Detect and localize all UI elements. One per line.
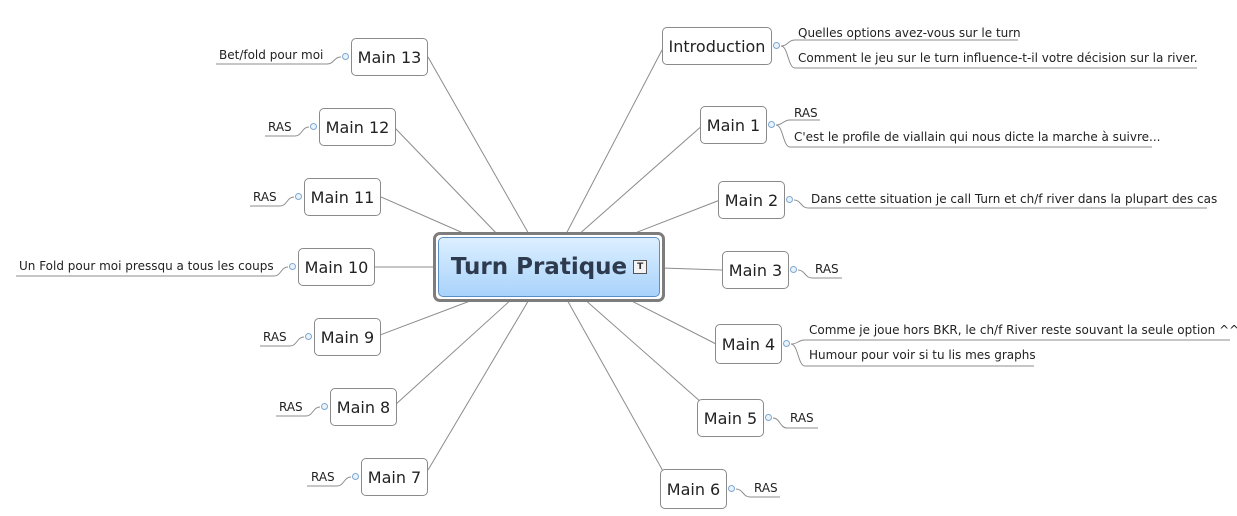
subtopic-main2-1[interactable]: Dans cette situation je call Turn et ch/… <box>811 192 1218 206</box>
underline-main13-1 <box>216 56 342 65</box>
collapse-toggle-main-6[interactable] <box>728 485 735 492</box>
subtopic-main1-2[interactable]: C'est le profile de viallain qui nous di… <box>794 130 1161 144</box>
subtopic-main5-1[interactable]: RAS <box>790 411 814 425</box>
collapse-toggle-main-10[interactable] <box>289 263 296 270</box>
collapse-toggle-main-7[interactable] <box>352 473 359 480</box>
topic-main-12[interactable]: Main 12 <box>319 108 396 146</box>
topic-introduction[interactable]: Introduction <box>662 27 772 65</box>
topic-main-2[interactable]: Main 2 <box>718 181 785 219</box>
topic-main-8[interactable]: Main 8 <box>330 388 397 426</box>
topic-main-3[interactable]: Main 3 <box>722 251 789 289</box>
underline-main12-1 <box>265 126 310 137</box>
connector-introduction <box>564 49 663 237</box>
subtopic-main12-1[interactable]: RAS <box>268 120 292 134</box>
subtopic-main4-1[interactable]: Comme je joue hors BKR, le ch/f River re… <box>809 323 1237 337</box>
topic-main-1[interactable]: Main 1 <box>700 106 767 144</box>
connector-main-11 <box>380 196 471 237</box>
connector-main-1 <box>576 123 705 237</box>
subtopic-introduction-2[interactable]: Comment le jeu sur le turn influence-t-i… <box>798 51 1198 65</box>
topic-main-6[interactable]: Main 6 <box>660 469 727 509</box>
collapse-toggle-main-8[interactable] <box>321 403 328 410</box>
collapse-toggle-main-11[interactable] <box>295 193 302 200</box>
topic-main-5[interactable]: Main 5 <box>697 399 764 437</box>
underline-main3-1 <box>797 269 842 279</box>
topic-label: Introduction <box>668 36 766 56</box>
subtopic-introduction-1[interactable]: Quelles options avez-vous sur le turn <box>798 26 1021 40</box>
underline-main9-1 <box>260 336 305 347</box>
topic-label: Main 13 <box>357 47 422 67</box>
topic-main-11[interactable]: Main 11 <box>304 178 381 216</box>
underline-main1-1 <box>775 119 820 126</box>
connector-main-9 <box>379 297 479 336</box>
topic-main-7[interactable]: Main 7 <box>361 458 428 496</box>
connector-main-13 <box>427 56 531 237</box>
topic-label: Main 8 <box>336 397 391 417</box>
underline-main6-1 <box>735 488 780 498</box>
underline-main11-1 <box>250 196 295 207</box>
connector-main-3 <box>661 267 723 271</box>
underline-introduction-1 <box>780 39 1018 47</box>
connector-main-7 <box>427 297 531 471</box>
topic-main-13[interactable]: Main 13 <box>351 38 428 76</box>
central-topic-body: Turn Pratique T <box>438 237 660 297</box>
connector-main-6 <box>565 297 669 481</box>
topic-label: Main 11 <box>310 187 375 207</box>
connector-main-8 <box>394 297 514 406</box>
collapse-toggle-main-2[interactable] <box>786 196 793 203</box>
underline-main4-2 <box>790 343 1034 367</box>
text-note-icon[interactable]: T <box>633 260 648 274</box>
collapse-toggle-introduction[interactable] <box>773 42 780 49</box>
topic-label: Main 7 <box>367 467 422 487</box>
subtopic-main1-1[interactable]: RAS <box>794 106 818 120</box>
topic-label: Main 5 <box>703 408 758 428</box>
topic-label: Main 6 <box>666 479 721 499</box>
underline-main8-1 <box>276 406 321 417</box>
central-topic[interactable]: Turn Pratique T <box>433 232 665 302</box>
collapse-toggle-main-9[interactable] <box>305 333 312 340</box>
connector-main-4 <box>619 294 719 346</box>
underline-main2-1 <box>793 199 1207 209</box>
underline-main10-1 <box>16 266 289 277</box>
subtopic-main7-1[interactable]: RAS <box>311 470 335 484</box>
underline-introduction-2 <box>780 45 1197 69</box>
topic-label: Main 4 <box>721 334 776 354</box>
underline-main1-2 <box>775 124 1152 148</box>
connector-main-5 <box>582 297 711 411</box>
underline-main4-1 <box>790 339 1230 345</box>
subtopic-main6-1[interactable]: RAS <box>754 481 778 495</box>
collapse-toggle-main-13[interactable] <box>342 53 349 60</box>
subtopic-main9-1[interactable]: RAS <box>263 330 287 344</box>
collapse-toggle-main-4[interactable] <box>783 340 790 347</box>
subtopic-main3-1[interactable]: RAS <box>815 262 839 276</box>
collapse-toggle-main-5[interactable] <box>765 414 772 421</box>
topic-label: Main 12 <box>325 117 390 137</box>
topic-main-4[interactable]: Main 4 <box>715 324 782 364</box>
subtopic-main4-2[interactable]: Humour pour voir si tu lis mes graphs <box>809 348 1036 362</box>
collapse-toggle-main-3[interactable] <box>790 266 797 273</box>
subtopic-main13-1[interactable]: Bet/fold pour moi <box>219 48 324 62</box>
connector-main-12 <box>394 127 500 237</box>
topic-main-9[interactable]: Main 9 <box>314 318 381 356</box>
subtopic-main8-1[interactable]: RAS <box>279 400 303 414</box>
underline-main7-1 <box>307 476 352 487</box>
collapse-toggle-main-1[interactable] <box>768 121 775 128</box>
topic-label: Main 2 <box>724 190 779 210</box>
collapse-toggle-main-12[interactable] <box>310 123 317 130</box>
topic-main-10[interactable]: Main 10 <box>298 248 375 286</box>
central-topic-title: Turn Pratique <box>450 254 628 280</box>
topic-label: Main 1 <box>706 115 761 135</box>
underline-main5-1 <box>772 417 818 429</box>
topic-label: Main 10 <box>304 257 369 277</box>
topic-label: Main 9 <box>320 327 375 347</box>
subtopic-main10-1[interactable]: Un Fold pour moi pressqu a tous les coup… <box>19 259 274 273</box>
subtopic-main11-1[interactable]: RAS <box>253 190 277 204</box>
topic-label: Main 3 <box>728 260 783 280</box>
